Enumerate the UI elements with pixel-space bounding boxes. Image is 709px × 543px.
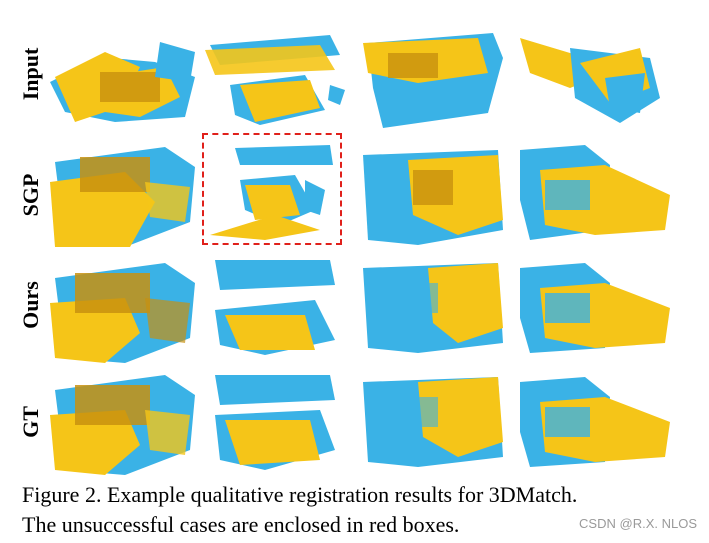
- panel-gt-3: [358, 372, 508, 472]
- caption-line-1: Figure 2. Example qualitative registrati…: [22, 482, 578, 507]
- watermark: CSDN @R.X. NLOS: [579, 516, 697, 531]
- figure-caption: Figure 2. Example qualitative registrati…: [22, 480, 702, 540]
- panel-ours-2: [205, 255, 345, 360]
- panel-ours-1: [45, 258, 200, 368]
- panel-ours-4: [515, 258, 675, 358]
- panel-sgp-3: [358, 145, 508, 250]
- panel-sgp-2: [205, 140, 340, 242]
- panel-gt-2: [205, 370, 345, 475]
- panel-gt-1: [45, 370, 200, 480]
- row-label-gt: GT: [18, 406, 43, 438]
- caption-line-2: The unsuccessful cases are enclosed in r…: [22, 512, 460, 537]
- row-label-sgp: SGP: [18, 173, 43, 217]
- row-label-input: Input: [18, 47, 43, 101]
- failure-box: [202, 133, 342, 245]
- panel-input-1: [45, 22, 200, 127]
- panel-input-3: [358, 28, 508, 133]
- panel-ours-3: [358, 258, 508, 358]
- row-label-ours: Ours: [18, 281, 43, 329]
- panel-input-2: [200, 30, 350, 130]
- panel-sgp-4: [515, 140, 675, 245]
- panel-gt-4: [515, 372, 675, 472]
- panel-sgp-1: [45, 142, 200, 252]
- panel-input-4: [510, 28, 665, 128]
